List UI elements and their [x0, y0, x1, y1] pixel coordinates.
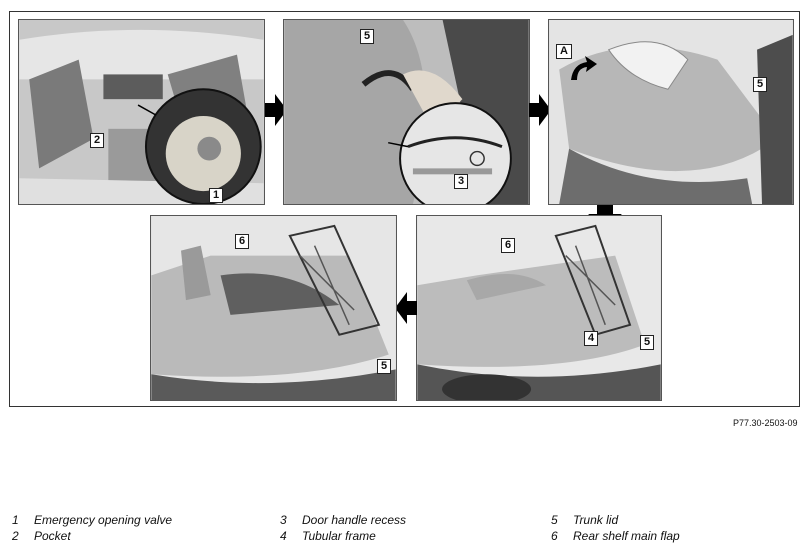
callout-tubular-frame: 4	[584, 331, 599, 346]
callout-trunk-lid: 5	[753, 77, 768, 92]
step-3-open-lid-panel: A 5	[548, 19, 794, 205]
rear-shelf-photo	[151, 216, 396, 400]
callout-rear-shelf-flap: 6	[501, 238, 516, 253]
callout-direction-a: A	[556, 44, 572, 59]
illustration-frame: 2 1 5 3	[9, 11, 800, 407]
callout-valve: 1	[209, 188, 224, 203]
arrow-right-icon	[529, 94, 551, 126]
step-5-rear-shelf-panel: 6 5	[150, 215, 397, 401]
callout-handle-recess: 3	[454, 174, 469, 189]
tubular-frame-photo	[417, 216, 661, 400]
callout-rear-shelf-flap: 6	[235, 234, 250, 249]
interior-photo	[19, 20, 264, 204]
callout-trunk-lid: 5	[640, 335, 655, 350]
callout-trunk-lid: 5	[377, 359, 392, 374]
step-1-interior-panel: 2 1	[18, 19, 265, 205]
open-lid-photo	[549, 20, 793, 204]
trunk-handle-photo	[284, 20, 529, 204]
rotate-arrow-icon	[571, 56, 597, 80]
arrow-left-icon	[395, 292, 417, 324]
callout-pocket: 2	[90, 133, 105, 148]
figure-id: P77.30-2503-09	[733, 418, 798, 428]
callout-trunk-lid: 5	[360, 29, 375, 44]
step-2-trunk-handle-panel: 5 3	[283, 19, 530, 205]
arrow-right-icon	[265, 94, 287, 126]
step-4-tubular-frame-panel: 6 4 5	[416, 215, 662, 401]
